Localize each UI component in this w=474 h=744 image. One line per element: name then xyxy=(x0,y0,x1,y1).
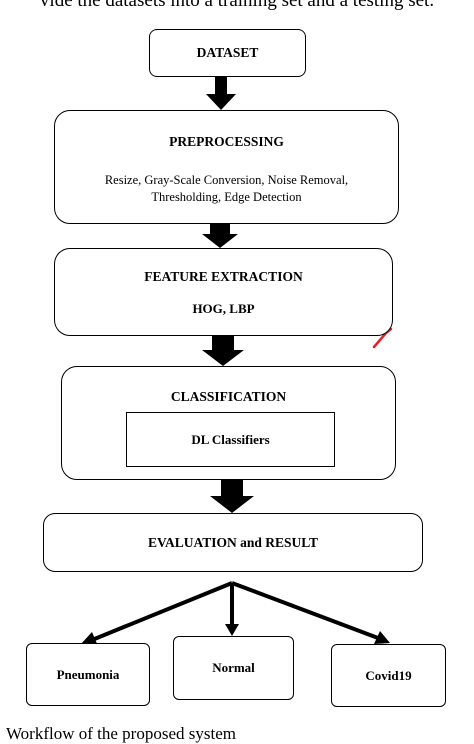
feature-extraction-box: FEATURE EXTRACTION HOG, LBP xyxy=(54,248,393,336)
preprocessing-box: PREPROCESSING Resize, Gray-Scale Convers… xyxy=(54,110,399,224)
arrow-preprocessing-to-feature xyxy=(202,224,238,248)
preprocessing-steps-line1: Resize, Gray-Scale Conversion, Noise Rem… xyxy=(104,173,349,187)
pneumonia-label: Pneumonia xyxy=(56,666,120,682)
pneumonia-box: Pneumonia xyxy=(26,643,150,706)
arrow-feature-to-classification xyxy=(202,336,244,366)
covid19-box: Covid19 xyxy=(331,644,446,707)
top-text-fragment: vide the datasets into a training set an… xyxy=(39,0,435,11)
dl-classifiers-label: DL Classifiers xyxy=(191,431,270,447)
classification-title: CLASSIFICATION xyxy=(170,389,287,404)
arrow-classification-to-evaluation xyxy=(210,480,254,513)
arrow-dataset-to-preprocessing xyxy=(206,77,236,110)
dataset-title: DATASET xyxy=(196,45,259,60)
evaluation-box: EVALUATION and RESULT xyxy=(43,513,423,572)
feature-extraction-methods: HOG, LBP xyxy=(192,301,255,316)
arrow-to-pneumonia xyxy=(91,581,233,642)
dl-classifiers-box: DL Classifiers xyxy=(126,412,335,467)
normal-box: Normal xyxy=(173,636,294,700)
feature-extraction-title: FEATURE EXTRACTION xyxy=(144,269,303,284)
covid19-label: Covid19 xyxy=(365,667,412,683)
normal-label: Normal xyxy=(212,660,255,675)
arrow-to-covid xyxy=(231,581,379,640)
preprocessing-title: PREPROCESSING xyxy=(169,134,284,149)
preprocessing-steps-line2: Thresholding, Edge Detection xyxy=(151,190,302,204)
arrowhead-pneumonia xyxy=(80,632,98,646)
evaluation-title: EVALUATION and RESULT xyxy=(147,534,319,550)
dataset-box: DATASET xyxy=(149,29,306,77)
figure-caption: Workflow of the proposed system xyxy=(6,724,236,743)
arrowhead-covid xyxy=(374,631,390,644)
arrowhead-normal xyxy=(225,624,239,636)
